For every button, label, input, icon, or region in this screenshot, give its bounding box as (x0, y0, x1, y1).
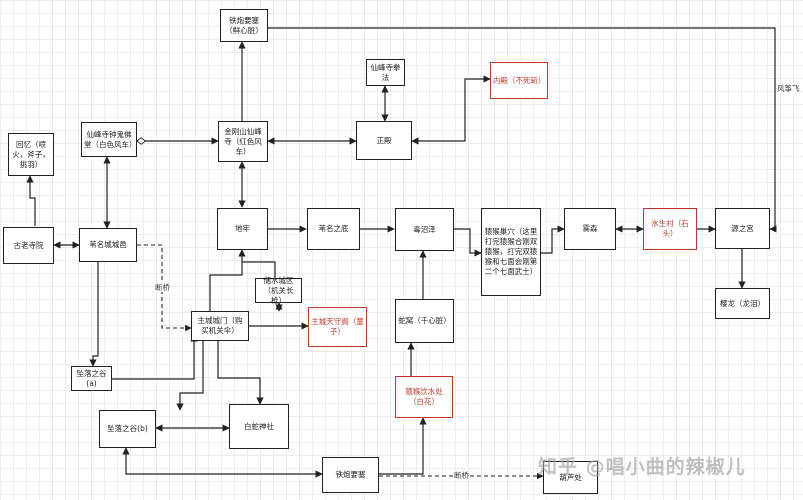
node-xianfeng-quan[interactable]: 仙峰寺拳法 (366, 59, 405, 86)
node-yinglong[interactable]: 樱龙（龙泪） (715, 288, 770, 319)
edge-weiming-zhuiluoa (89, 262, 99, 367)
node-shuisheng[interactable]: 水生村（石头） (643, 208, 697, 250)
edge-chushui-dilao (242, 261, 276, 278)
node-neidian[interactable]: 内殿（不死斩） (490, 62, 548, 99)
node-baishe[interactable]: 白蛇神社 (229, 404, 289, 449)
node-tiepao-bottom[interactable]: 铁炮要塞 (322, 457, 379, 493)
edge-label-duanqiao-1: 断桥 (154, 283, 171, 292)
node-dilao[interactable]: 地牢 (217, 208, 268, 250)
node-yuan-gong[interactable]: 源之宫 (715, 208, 770, 249)
node-gulao[interactable]: 古老寺院 (3, 227, 54, 264)
edge-zhuiluob-tiepao (122, 447, 323, 478)
node-zhucheng[interactable]: 主城城门（购买机关伞） (191, 311, 249, 341)
node-weiming[interactable]: 苇名城城邑 (79, 228, 137, 262)
node-huiyi[interactable]: 回忆（喷火，斧子，挑羽） (8, 133, 54, 176)
node-fuguan[interactable]: 葫芦处 (543, 461, 598, 494)
edge-tiepao-yuangong (268, 27, 777, 233)
edge-yuanhou-wusen (541, 225, 565, 254)
edge-gulao-huiyi (26, 175, 36, 226)
node-wusen[interactable]: 雾森 (564, 208, 616, 250)
node-xianfeng-zhong[interactable]: 仙峰寺钟鬼佛堂（白色风车） (81, 122, 137, 157)
node-duzhao[interactable]: 毒沼泽 (395, 208, 454, 251)
watermark: 知乎 @唱小曲的辣椒儿 (538, 456, 746, 478)
node-zhuiluo-a[interactable]: 坠落之谷(a) (71, 366, 112, 391)
node-zhucheng-tian[interactable]: 主城天守阁（童子） (308, 307, 367, 347)
edge-duzhao-yuanhou (454, 228, 482, 257)
edge-label-duanqiao-2: 断桥 (453, 471, 470, 480)
edge-zhengdian-neidian (411, 75, 491, 145)
edge-zhuiluoa-zhucheng (112, 334, 198, 380)
edge-zhucheng-baishe (217, 341, 264, 405)
node-weiming-di[interactable]: 苇名之底 (307, 208, 360, 250)
edge-zhucheng-zhuiluob (176, 341, 204, 411)
edge-tiepao-yuanhouyin (379, 417, 427, 475)
node-yuanhou[interactable]: 猿猴巢穴（这里打完猿猴合刚双猿猴，打完双猿猴和七面会刚第二个七面武士） (481, 208, 541, 296)
node-chushui[interactable]: 储水城区（机关长枪） (255, 276, 302, 305)
node-tiepao-top[interactable]: 铁炮要塞（鲜心脏） (220, 9, 268, 42)
edge-label-fengzheng: 风筝飞 (776, 84, 801, 93)
node-jingang[interactable]: 金刚山仙峰寺（红色风车） (218, 121, 268, 162)
node-shewo[interactable]: 蛇窝（千心脏） (395, 299, 454, 343)
edge-zhucheng-dilao (209, 249, 246, 311)
node-zhuiluo-b[interactable]: 坠落之谷(b) (99, 410, 156, 448)
node-zhengdian[interactable]: 正殿 (356, 121, 412, 160)
node-yuanhou-yin[interactable]: 猿猴饮水处（白花） (395, 376, 453, 418)
